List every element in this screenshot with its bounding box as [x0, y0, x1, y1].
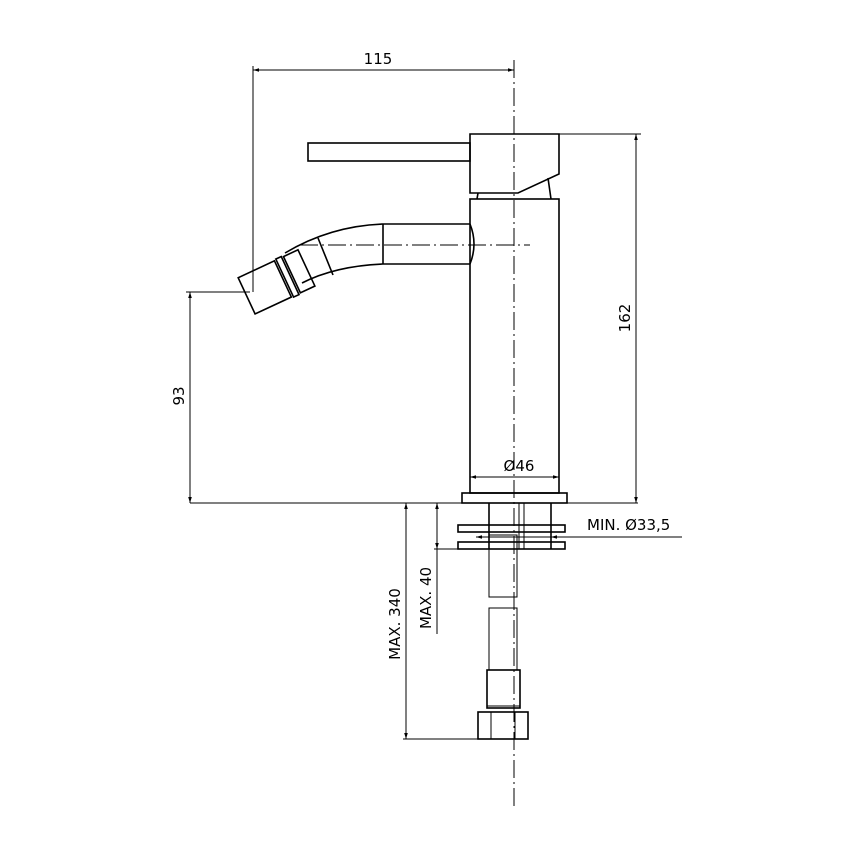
dimension-body-diameter: Ø46 [470, 457, 559, 479]
dimension-162-label: 162 [616, 304, 634, 333]
dimension-spout-height: 93 [170, 291, 250, 503]
dimension-height: 162 [559, 133, 641, 503]
dimension-46-label: Ø46 [504, 457, 535, 475]
dimension-max-40-label: MAX. 40 [417, 567, 435, 629]
dimension-max-340-label: MAX. 340 [386, 588, 404, 660]
dimension-33-5-label: MIN. Ø33,5 [587, 516, 670, 534]
dimension-93-label: 93 [170, 386, 188, 405]
dimension-115-label: 115 [364, 50, 393, 68]
handle-lever [307, 133, 560, 200]
dimension-hole-diameter: MIN. Ø33,5 [476, 516, 682, 539]
flexible-hose [477, 534, 529, 740]
dimension-deck-thickness: MAX. 40 [417, 503, 458, 634]
mounting-shank [457, 503, 566, 550]
spout [237, 223, 475, 316]
dimension-hose-length: MAX. 340 [386, 503, 478, 740]
dimension-width: 115 [252, 50, 514, 292]
